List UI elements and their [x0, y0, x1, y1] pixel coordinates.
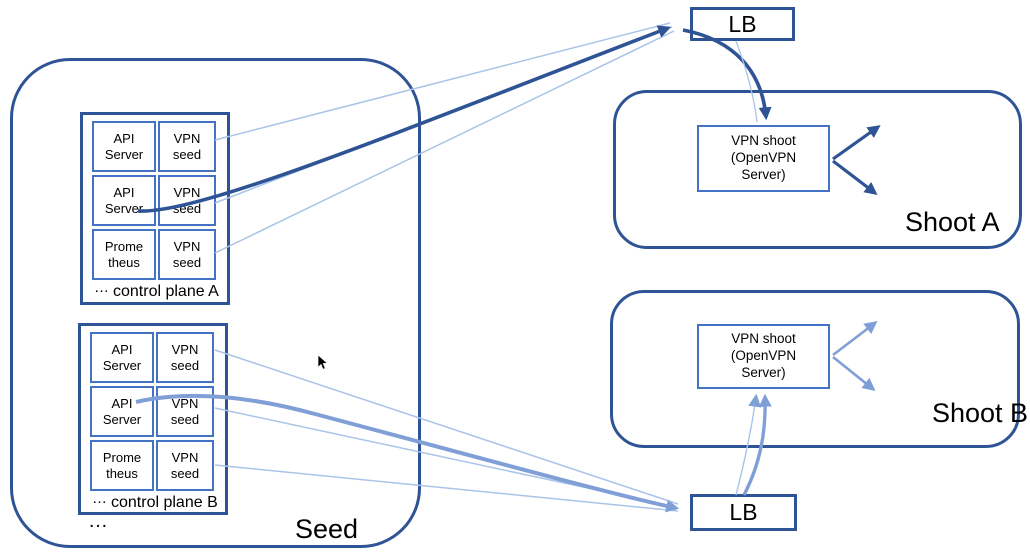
- vpn-seed-cell: VPN seed: [156, 332, 214, 383]
- control-plane-a: API Server VPN seed API Server VPN seed …: [80, 112, 230, 305]
- shoot-b-label: Shoot B: [932, 398, 1029, 428]
- load-balancer-bottom: LB: [690, 494, 797, 531]
- prometheus-cell: Prome theus: [92, 229, 156, 280]
- vpn-seed-cell: VPN seed: [156, 386, 214, 437]
- api-server-cell: API Server: [92, 121, 156, 172]
- vpn-shoot-b-box: VPN shoot (OpenVPN Server): [697, 324, 830, 389]
- load-balancer-bottom-label: LB: [729, 499, 758, 525]
- control-plane-b: API Server VPN seed API Server VPN seed …: [78, 323, 228, 515]
- control-plane-b-label: control plane B: [111, 494, 218, 511]
- vpn-seed-cell: VPN seed: [158, 121, 216, 172]
- shoot-a-label: Shoot A: [905, 207, 1000, 237]
- load-balancer-top: LB: [690, 7, 795, 41]
- vpn-seed-cell: VPN seed: [158, 229, 216, 280]
- seed-more-ellipsis: …: [88, 510, 110, 532]
- api-server-cell: API Server: [92, 175, 156, 226]
- control-plane-b-grid: API Server VPN seed API Server VPN seed …: [90, 332, 225, 491]
- vpn-seed-cell: VPN seed: [158, 175, 216, 226]
- api-server-cell: API Server: [90, 332, 154, 383]
- control-plane-a-grid: API Server VPN seed API Server VPN seed …: [92, 121, 227, 280]
- control-plane-a-ellipsis: …: [94, 279, 109, 296]
- control-plane-b-ellipsis: …: [92, 490, 107, 507]
- vpn-seed-cell: VPN seed: [156, 440, 214, 491]
- control-plane-a-label: control plane A: [113, 283, 219, 300]
- prometheus-cell: Prome theus: [90, 440, 154, 491]
- vpn-shoot-a-box: VPN shoot (OpenVPN Server): [697, 125, 830, 192]
- api-server-cell: API Server: [90, 386, 154, 437]
- seed-label: Seed: [295, 514, 359, 544]
- load-balancer-top-label: LB: [728, 10, 757, 37]
